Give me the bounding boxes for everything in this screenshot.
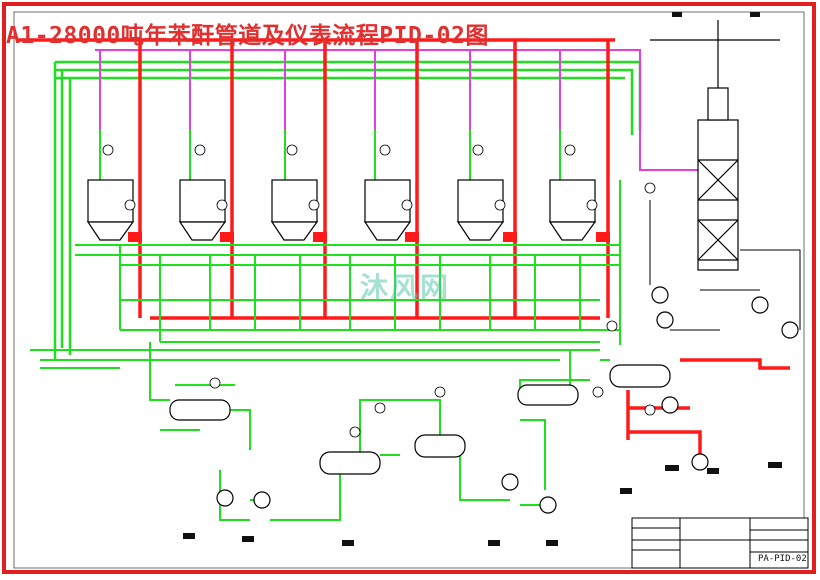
main-process-lines xyxy=(18,38,790,455)
drawing-number: PA-PID-02 xyxy=(758,554,807,564)
reactor-1 xyxy=(86,179,135,241)
reactor-row xyxy=(86,179,597,241)
column-piping xyxy=(649,200,801,331)
instrument-balloons xyxy=(102,144,656,438)
receiver-2 xyxy=(319,451,381,475)
reactor-3 xyxy=(270,179,319,241)
reactor-5 xyxy=(456,179,505,241)
bottom-symbols xyxy=(183,12,782,546)
pumps xyxy=(216,286,799,514)
column-tower xyxy=(650,20,780,271)
watermark-logo: 沐风网 xyxy=(360,271,451,304)
receiver-3 xyxy=(414,434,466,458)
reactor-2 xyxy=(178,179,227,241)
green-piping xyxy=(30,130,621,521)
title-block xyxy=(631,517,809,569)
drawing-frame xyxy=(2,2,816,574)
reactor-6 xyxy=(548,179,597,241)
reactor-4 xyxy=(363,179,412,241)
receiver-4 xyxy=(517,384,579,406)
drawing-title: A1-28000吨年苯酐管道及仪表流程PID-02图 xyxy=(6,23,489,49)
receiver-1 xyxy=(169,399,231,421)
vessels xyxy=(169,364,671,475)
receiver-5 xyxy=(609,364,671,388)
utility-line xyxy=(95,49,700,171)
reactor-valves xyxy=(128,232,610,242)
inner-border xyxy=(13,11,805,569)
